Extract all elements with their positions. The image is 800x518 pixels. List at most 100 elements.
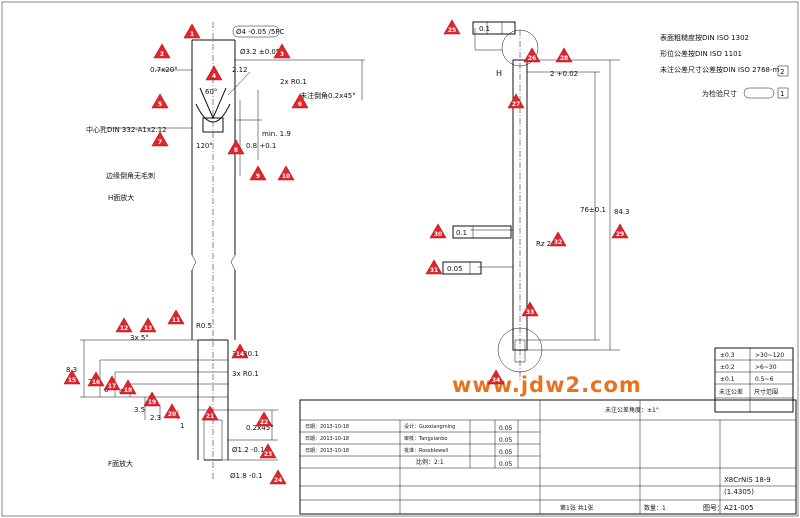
material-number: (1.4305) — [724, 488, 754, 496]
approved-by: 批准：Rossblewell — [404, 447, 448, 454]
dim-d5: 60° — [205, 88, 217, 96]
callout-triangle: 20 — [163, 403, 181, 419]
callout-triangle-shape — [163, 403, 181, 419]
technical-notes: 表面粗糙度按DIN ISO 1302 形位公差按DIN ISO 1101 未注公… — [660, 33, 789, 99]
callout-triangle: 3 — [273, 43, 291, 59]
callout-triangle-shape — [555, 47, 573, 63]
callout-number: 17 — [108, 383, 116, 390]
callout-number: 10 — [282, 173, 290, 180]
edge-note-2: 未注倒角0.2x45° — [300, 91, 356, 100]
fcf-mid-value: 0.1 — [456, 229, 467, 237]
tol-value-3: ±0.3 — [720, 352, 735, 359]
callout-number: 11 — [172, 317, 180, 324]
left-pin-view — [80, 22, 365, 480]
callout-number: 34 — [492, 377, 500, 384]
callout-number: 4 — [212, 73, 216, 80]
callout-triangle: 23 — [259, 443, 277, 459]
callout-triangle: 11 — [167, 309, 185, 325]
callout-triangle: 26 — [523, 47, 541, 63]
callout-triangle-shape — [269, 469, 287, 485]
callout-triangle-shape — [249, 165, 267, 181]
dim-d7: 中心孔DIN 332-A1x2.12 — [86, 125, 167, 134]
dim-d6: 2x R0.1 — [280, 78, 307, 86]
quantity: 数量：1 — [644, 504, 666, 512]
callout-triangle: 21 — [201, 405, 219, 421]
callout-number: 5 — [158, 101, 162, 108]
callout-triangle-shape — [549, 231, 567, 247]
callout-number: 30 — [434, 231, 442, 238]
dim-d20: 2.3 — [150, 414, 161, 422]
fcf-value-4: 0.05 — [499, 461, 513, 468]
dim-d11: R0.5 — [196, 322, 212, 330]
fcf-value-2: 0.05 — [499, 437, 513, 444]
material: X8CrNiS 18-9 — [724, 476, 771, 484]
callout-number: 32 — [554, 239, 562, 246]
callout-triangle-shape — [151, 93, 169, 109]
callout-number: 6 — [298, 101, 302, 108]
dim-d30: 2 +0.02 — [550, 70, 578, 78]
scale: 比例：2:1 — [416, 458, 444, 466]
dim-d4: 0.7x20° — [150, 66, 178, 74]
dim-h-enlarge: H面放大 — [108, 193, 134, 202]
callout-triangle-shape — [521, 301, 539, 317]
callout-number: 20 — [168, 411, 176, 418]
dim-d10: min. 1.9 — [262, 130, 291, 138]
callout-triangle: 22 — [255, 411, 273, 427]
callout-triangle-shape — [153, 43, 171, 59]
tol-range-3: >30~120 — [755, 352, 784, 359]
callout-triangle-shape — [115, 317, 133, 333]
callout-triangle-shape — [259, 443, 277, 459]
dim-d14: 3x 5° — [130, 334, 149, 342]
callout-number: 12 — [120, 325, 128, 332]
drawn-by: 设计：Guoxiangming — [404, 423, 455, 430]
callout-triangle-shape — [273, 43, 291, 59]
fcf-value-1: 0.05 — [499, 425, 513, 432]
date-1: 日期：2013-10-18 — [305, 424, 349, 430]
dim-d27: 84.3 — [614, 208, 630, 216]
callout-triangle: 7 — [151, 131, 169, 147]
callout-number: 27 — [512, 101, 520, 108]
callout-number: 8 — [234, 147, 238, 154]
callout-number: 24 — [274, 477, 282, 484]
label-h: H — [496, 69, 502, 78]
note-1: 未注公差尺寸公差按DIN ISO 2768-m — [660, 65, 779, 74]
callout-number: 26 — [528, 55, 536, 62]
right-pin-view — [470, 28, 620, 380]
callout-number: 18 — [124, 387, 132, 394]
tol-range-2: >6~30 — [755, 364, 777, 371]
callout-triangle: 34 — [487, 369, 505, 385]
tolerance-table: >30~120 ±0.3 >6~30 ±0.2 0.5~6 ±0.1 尺寸范围 … — [714, 347, 794, 413]
callout-number: 25 — [448, 27, 456, 34]
dim-d21: 1 — [180, 422, 184, 430]
dim-d29: Rz 2.5 — [536, 240, 558, 248]
dim-d19: 3.5 — [134, 406, 145, 414]
dim-d9: 0.8 +0.1 — [246, 142, 276, 150]
callout-triangle: 33 — [521, 301, 539, 317]
callout-triangle: 31 — [425, 259, 443, 275]
callout-number: 1 — [190, 31, 194, 38]
tol-range-1: 0.5~6 — [755, 376, 774, 383]
callout-number: 23 — [264, 451, 272, 458]
tol-header-2: 未注公差 — [719, 388, 743, 396]
callout-triangle-shape — [425, 259, 443, 275]
checked-by: 审核：Tangxianbo — [404, 435, 447, 442]
fcf-top-value: 0.1 — [479, 25, 490, 33]
callout-triangle-shape — [87, 371, 105, 387]
sheet-number: 第1张 共1张 — [560, 504, 594, 512]
dim-f-enlarge: F面放大 — [108, 459, 133, 468]
callout-number: 29 — [616, 231, 624, 238]
dim-d15: 8.3 — [66, 366, 77, 374]
callout-number: 3 — [280, 51, 284, 58]
date-2: 日期：2013-10-18 — [305, 436, 349, 442]
tol-header: 尺寸范围 — [754, 388, 778, 396]
dim-d13: 3x R0.1 — [232, 370, 259, 378]
callout-triangle-shape — [151, 131, 169, 147]
note-marker-2: 2 — [780, 68, 784, 76]
fcf-low: 0.05 — [442, 261, 482, 275]
dim-d8: 120° — [196, 142, 213, 150]
callout-triangle: 6 — [291, 93, 309, 109]
callout-triangle-shape — [523, 47, 541, 63]
callout-triangle: 4 — [205, 65, 223, 81]
callout-triangle-shape — [255, 411, 273, 427]
